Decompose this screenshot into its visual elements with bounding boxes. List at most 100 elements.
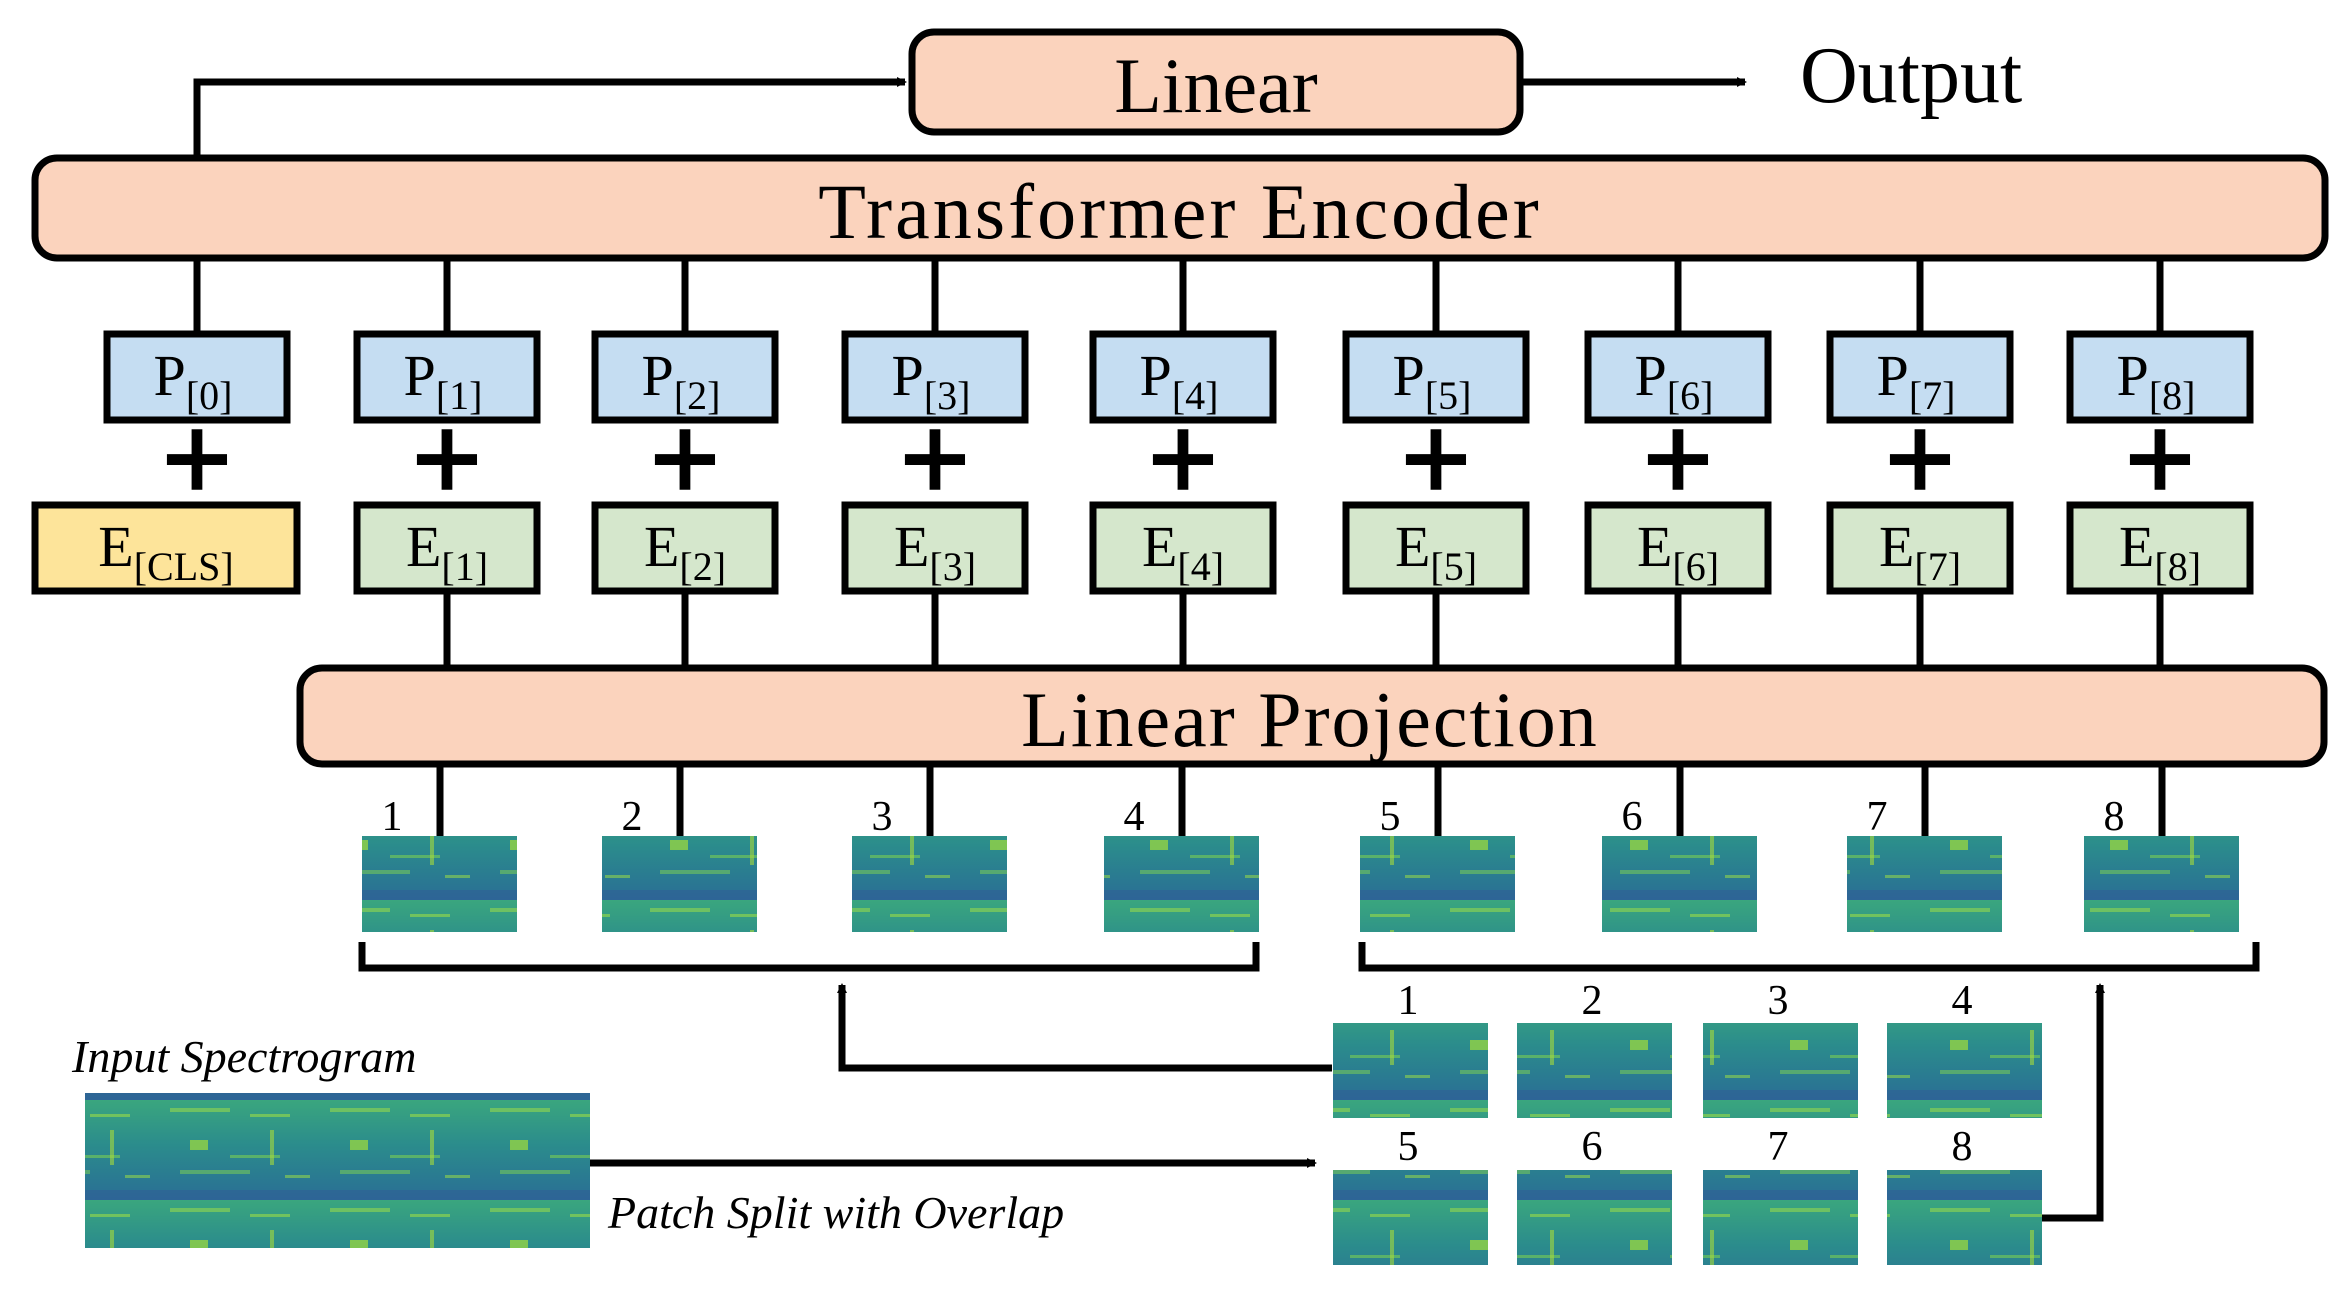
plus-sign: + bbox=[1143, 400, 1223, 513]
split-patch-bottom-6: 6 bbox=[1517, 1124, 1672, 1265]
split-patch-number: 1 bbox=[1398, 978, 1419, 1024]
right-bracket bbox=[1358, 942, 2260, 972]
split-patch-number: 3 bbox=[1768, 978, 1789, 1024]
position-embedding-sub: [5] bbox=[1425, 373, 1472, 418]
embedding-column-1: P[1]+E[1] bbox=[353, 258, 541, 668]
split-patch-number: 7 bbox=[1768, 1124, 1789, 1170]
cls-to-linear-arrow bbox=[193, 77, 907, 155]
patch-embedding-box bbox=[2066, 501, 2254, 595]
patch-1: 1 bbox=[362, 764, 517, 932]
plus-sign: + bbox=[645, 400, 725, 513]
position-embedding-sub: [6] bbox=[1667, 373, 1714, 418]
patch-spectrogram bbox=[1360, 836, 1515, 932]
embedding-column-6: P[6]+E[6] bbox=[1584, 258, 1772, 668]
plus-sign: + bbox=[1396, 400, 1476, 513]
embedding-columns: P[0]+E[CLS]P[1]+E[1]P[2]+E[2]P[3]+E[3]P[… bbox=[31, 258, 2254, 668]
split-patch-spectrogram bbox=[1703, 1023, 1858, 1118]
patch-embedding-sub: [1] bbox=[441, 544, 488, 589]
patch-embedding-base: E bbox=[2119, 514, 2154, 579]
position-embedding-label: P[6] bbox=[1635, 343, 1714, 418]
plus-sign: + bbox=[157, 400, 237, 513]
position-embedding-sub: [8] bbox=[2149, 373, 2196, 418]
patch-embedding-sub: [8] bbox=[2154, 544, 2201, 589]
patch-split-label: Patch Split with Overlap bbox=[607, 1187, 1064, 1238]
position-embedding-box bbox=[353, 330, 541, 424]
brackets bbox=[358, 942, 2260, 1222]
position-embedding-base: P bbox=[1877, 343, 1909, 408]
split-top-to-left-bracket-arrow bbox=[837, 983, 1332, 1072]
position-embedding-label: P[1] bbox=[404, 343, 483, 418]
patch-2: 2 bbox=[602, 764, 757, 932]
linear-projection-box bbox=[296, 664, 2328, 768]
position-embedding-box bbox=[103, 330, 291, 424]
patch-number: 5 bbox=[1380, 794, 1401, 840]
linear-projection-label: Linear Projection bbox=[1021, 676, 1599, 763]
patch-number: 3 bbox=[872, 794, 893, 840]
patch-embedding-box bbox=[841, 501, 1029, 595]
split-patch-top-4: 4 bbox=[1887, 978, 2042, 1118]
patch-embedding-base: E bbox=[644, 514, 679, 579]
split-patch-spectrogram bbox=[1333, 1170, 1488, 1265]
split-patch-spectrogram bbox=[1703, 1170, 1858, 1265]
linear-projection: Linear Projection bbox=[296, 664, 2328, 768]
patch-embedding-box bbox=[353, 501, 541, 595]
patch-embedding-label: E[2] bbox=[644, 514, 726, 589]
position-embedding-sub: [2] bbox=[674, 373, 721, 418]
patch-embedding-sub: [4] bbox=[1177, 544, 1224, 589]
split-patch-number: 8 bbox=[1952, 1124, 1973, 1170]
embedding-column-4: P[4]+E[4] bbox=[1089, 258, 1277, 668]
position-embedding-base: P bbox=[2117, 343, 2149, 408]
transformer-encoder-label: Transformer Encoder bbox=[818, 168, 1541, 255]
position-embedding-sub: [1] bbox=[436, 373, 483, 418]
patch-embedding-label: E[5] bbox=[1395, 514, 1477, 589]
patch-embedding-base: E bbox=[98, 514, 133, 579]
patch-embedding-sub: [2] bbox=[679, 544, 726, 589]
cls-embedding-box bbox=[31, 501, 301, 595]
position-embedding-base: P bbox=[154, 343, 186, 408]
patch-number: 2 bbox=[622, 794, 643, 840]
patch-embedding-label: E[CLS] bbox=[98, 514, 233, 589]
position-embedding-sub: [4] bbox=[1172, 373, 1219, 418]
split-bottom-to-right-bracket-arrow bbox=[2034, 983, 2105, 1222]
patch-embedding-box bbox=[591, 501, 779, 595]
patch-6: 6 bbox=[1602, 764, 1757, 932]
split-patch-grid: 1 5 2 6 3 7 4 8 bbox=[1333, 978, 2042, 1265]
position-embedding-label: P[0] bbox=[154, 343, 233, 418]
split-patch-number: 6 bbox=[1582, 1124, 1603, 1170]
split-patch-number: 4 bbox=[1952, 978, 1973, 1024]
split-patch-number: 2 bbox=[1582, 978, 1603, 1024]
input-spectrogram-label: Input Spectrogram bbox=[71, 1031, 417, 1082]
patch-spectrogram bbox=[1847, 836, 2002, 932]
plus-sign: + bbox=[1880, 400, 1960, 513]
position-embedding-base: P bbox=[1635, 343, 1667, 408]
patch-embedding-label: E[1] bbox=[406, 514, 488, 589]
split-patch-top-2: 2 bbox=[1517, 978, 1672, 1118]
split-patch-spectrogram bbox=[1333, 1023, 1488, 1118]
position-embedding-base: P bbox=[642, 343, 674, 408]
patch-spectrogram bbox=[1104, 836, 1259, 932]
position-embedding-box bbox=[841, 330, 1029, 424]
patch-embedding-base: E bbox=[1637, 514, 1672, 579]
patch-embedding-base: E bbox=[406, 514, 441, 579]
position-embedding-box bbox=[591, 330, 779, 424]
split-patch-top-3: 3 bbox=[1703, 978, 1858, 1118]
position-embedding-label: P[3] bbox=[892, 343, 971, 418]
position-embedding-label: P[5] bbox=[1393, 343, 1472, 418]
patch-5: 5 bbox=[1360, 764, 1515, 932]
embedding-column-2: P[2]+E[2] bbox=[591, 258, 779, 668]
position-embedding-box bbox=[1584, 330, 1772, 424]
split-patch-bottom-5: 5 bbox=[1333, 1124, 1488, 1265]
split-patch-spectrogram bbox=[1887, 1023, 2042, 1118]
embedding-column-5: P[5]+E[5] bbox=[1342, 258, 1530, 668]
patch-embedding-label: E[8] bbox=[2119, 514, 2201, 589]
split-patch-spectrogram bbox=[1887, 1170, 2042, 1265]
patch-embedding-sub: [3] bbox=[929, 544, 976, 589]
position-embedding-sub: [7] bbox=[1909, 373, 1956, 418]
split-patch-top-1: 1 bbox=[1333, 978, 1488, 1118]
patch-8: 8 bbox=[2084, 764, 2239, 932]
position-embedding-base: P bbox=[404, 343, 436, 408]
plus-sign: + bbox=[2120, 400, 2200, 513]
patch-embedding-base: E bbox=[894, 514, 929, 579]
